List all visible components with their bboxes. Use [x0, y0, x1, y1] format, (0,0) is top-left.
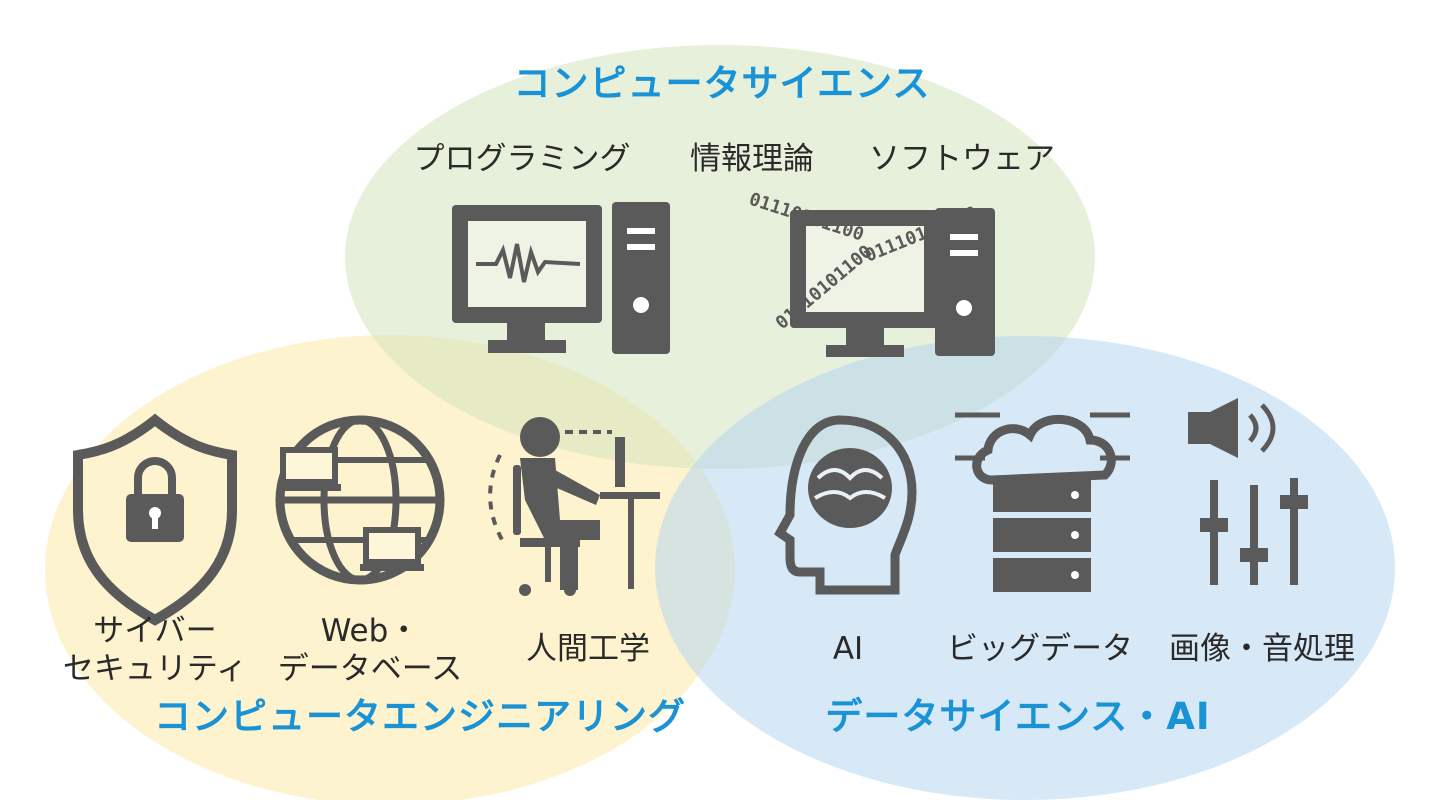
topic-web-database-line1: Web・	[320, 613, 420, 649]
topic-ergonomics: 人間工学	[526, 631, 650, 667]
topic-information-theory: 情報理論	[690, 141, 814, 177]
head-brain-icon	[774, 415, 917, 595]
globe-laptops-icon	[275, 415, 445, 585]
topic-web-database: Web・ データベース	[278, 612, 462, 688]
topic-cyber-security: サイバー セキュリティ	[63, 612, 247, 688]
person-desk-icon	[488, 417, 660, 596]
topic-image-audio: 画像・音処理	[1169, 631, 1355, 667]
topic-ai: AI	[832, 631, 864, 667]
topic-big-data: ビッグデータ	[947, 631, 1133, 667]
tower-icon	[612, 202, 670, 354]
topic-programming: プログラミング	[413, 141, 631, 177]
topic-software: ソフトウェア	[869, 141, 1055, 177]
cloud-server-icon	[955, 412, 1130, 592]
shield-lock-icon	[73, 413, 237, 626]
set-title-data-science: データサイエンス・AI	[825, 695, 1211, 738]
set-title-computer-science: コンピュータサイエンス	[513, 62, 931, 105]
monitor-binary-icon	[790, 208, 995, 357]
monitor-waveform-icon	[452, 205, 602, 353]
set-title-computer-engineering: コンピュータエンジニアリング	[154, 695, 686, 738]
topic-cyber-security-line1: サイバー	[93, 613, 217, 649]
topic-cyber-security-line2: セキュリティ	[62, 651, 248, 687]
topic-web-database-line2: データベース	[277, 651, 463, 687]
speaker-mixer-icon	[1188, 398, 1308, 585]
